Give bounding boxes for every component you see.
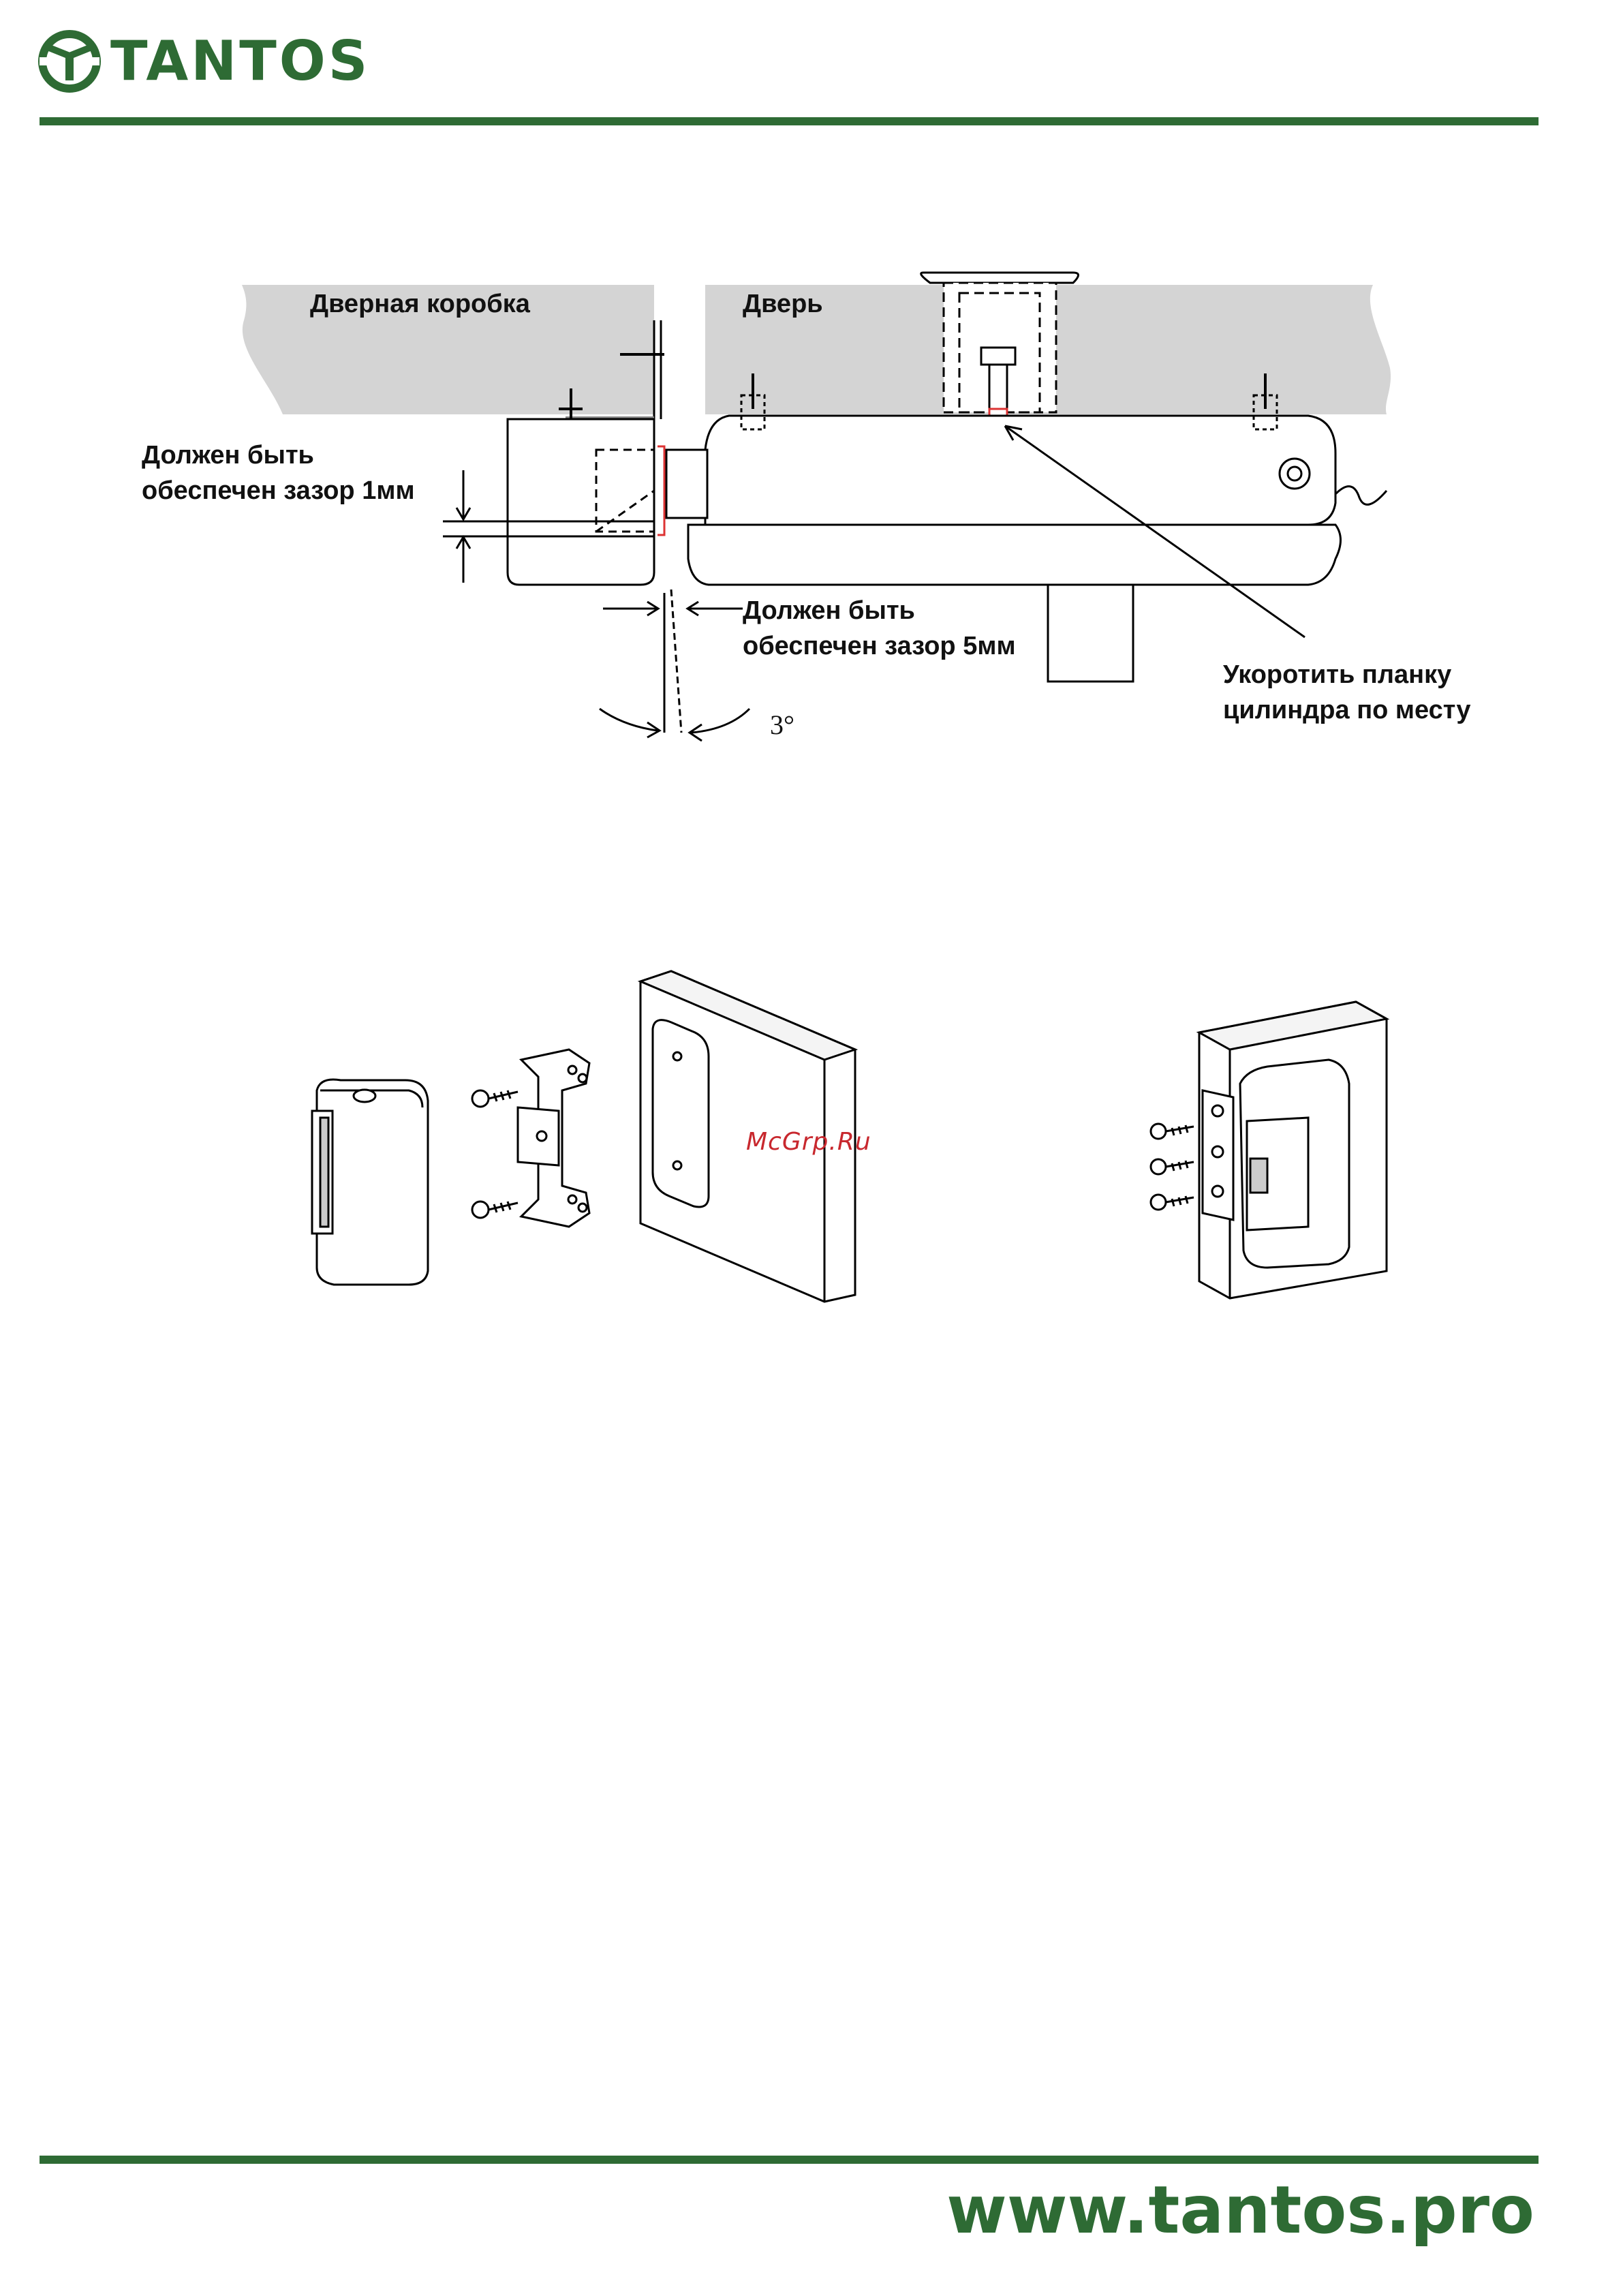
footer-url-link[interactable]: www.tantos.pro (946, 2177, 1534, 2243)
screw-icon (472, 1090, 518, 1107)
footer-rule (40, 2156, 1539, 2164)
screw-icon (1151, 1159, 1194, 1174)
screw-icon (472, 1201, 518, 1218)
screw-icon (1151, 1124, 1194, 1139)
screw-icon (1151, 1195, 1194, 1210)
watermark: McGrp.Ru (746, 1128, 871, 1156)
